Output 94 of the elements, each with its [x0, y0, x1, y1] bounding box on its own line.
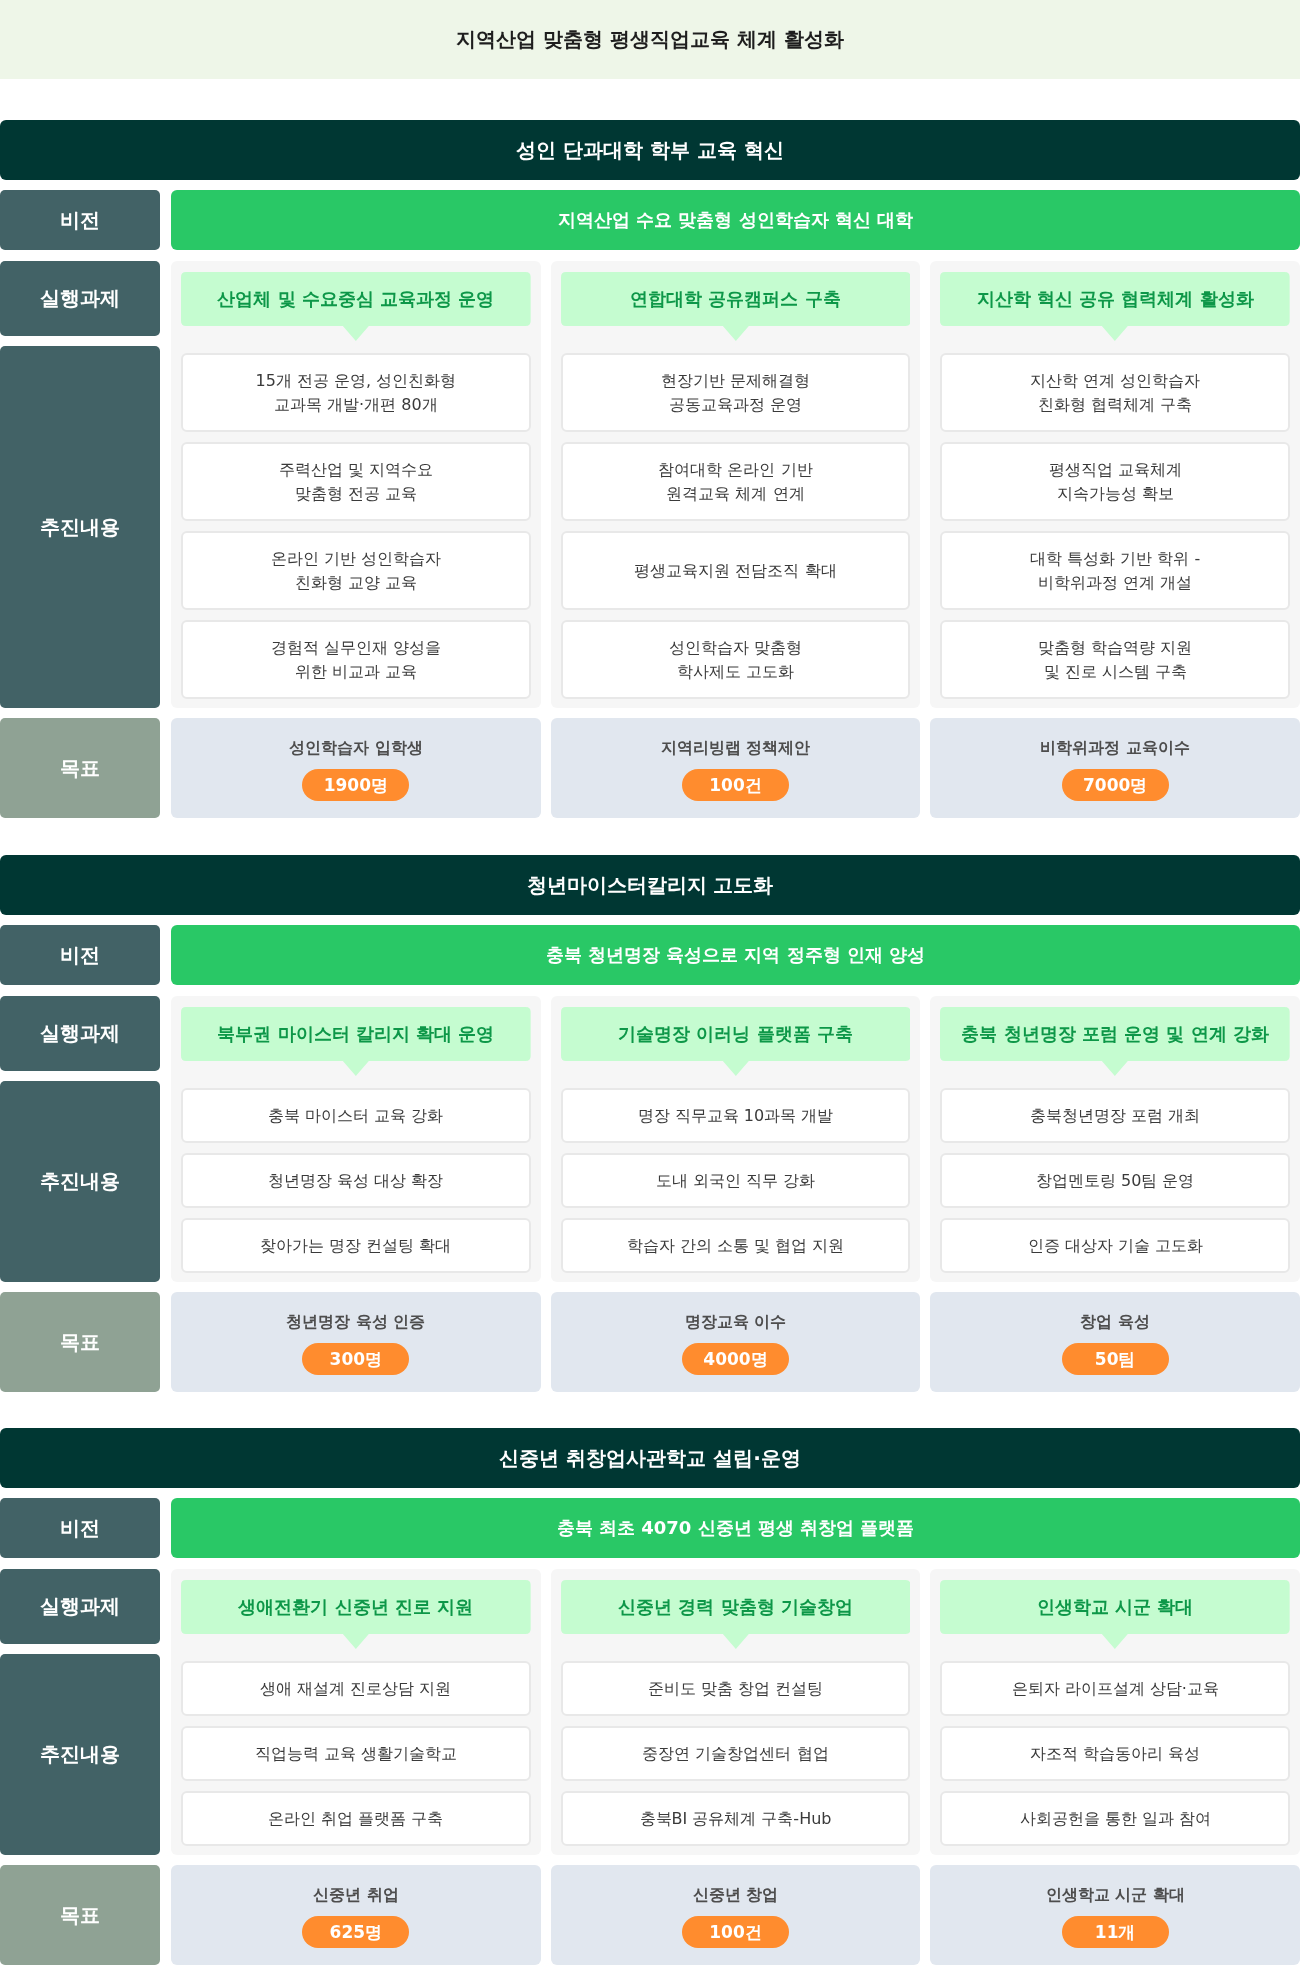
- column-panel: [550, 996, 921, 1282]
- action-item-card: 직업능력 교육 생활기술학교: [181, 1726, 531, 1781]
- action-item-card: 중장연 기술창업센터 협업: [560, 1726, 911, 1781]
- goal-card: [171, 718, 541, 818]
- action-item-card: 현장기반 문제해결형 공동교육과정 운영: [560, 353, 911, 432]
- target-value-pill: 100건: [682, 1916, 789, 1948]
- action-item-card: 학습자 간의 소통 및 협업 지원: [560, 1218, 911, 1273]
- row-label: 실행과제: [0, 996, 160, 1071]
- row-label: 목표: [0, 718, 160, 818]
- task-callout: 충북 청년명장 포럼 운영 및 연계 강화: [940, 1007, 1290, 1076]
- task-callout: 연합대학 공유캠퍼스 구축: [560, 272, 911, 341]
- row-label: 실행과제: [0, 261, 160, 336]
- section-header: 신중년 취창업사관학교 설립·운영: [0, 1428, 1300, 1488]
- vision-banner: 충북 청년명장 육성으로 지역 정주형 인재 양성: [171, 925, 1300, 985]
- action-item-card: 인증 대상자 기술 고도화: [940, 1218, 1290, 1273]
- action-item-card: 명장 직무교육 10과목 개발: [560, 1088, 911, 1143]
- column-panel: [930, 261, 1300, 708]
- goal-heading: 신중년 취업: [313, 1885, 399, 1906]
- action-item-card: 평생교육지원 전담조직 확대: [560, 531, 911, 610]
- row-label: 실행과제: [0, 1569, 160, 1644]
- goal-heading: 인생학교 시군 확대: [1045, 1885, 1185, 1906]
- target-value-pill: 1900명: [302, 769, 410, 801]
- action-item-card: 참여대학 온라인 기반 원격교육 체계 연계: [560, 442, 911, 521]
- vision-banner: 지역산업 수요 맞춤형 성인학습자 혁신 대학: [171, 190, 1300, 250]
- row-label: 비전: [0, 925, 160, 985]
- action-item-card: 성인학습자 맞춤형 학사제도 고도화: [560, 620, 911, 699]
- goal-card: [171, 1865, 541, 1965]
- action-item-card: 충북청년명장 포럼 개최: [940, 1088, 1290, 1143]
- action-item-card: 맞춤형 학습역량 지원 및 진로 시스템 구축: [940, 620, 1290, 699]
- task-callout: 산업체 및 수요중심 교육과정 운영: [181, 272, 531, 341]
- task-callout: 북부권 마이스터 칼리지 확대 운영: [181, 1007, 531, 1076]
- goal-heading: 청년명장 육성 인증: [286, 1312, 426, 1333]
- action-item-card: 경험적 실무인재 양성을 위한 비교과 교육: [181, 620, 531, 699]
- action-item-card: 청년명장 육성 대상 확장: [181, 1153, 531, 1208]
- goal-card: [930, 718, 1300, 818]
- goal-card: [930, 1292, 1300, 1392]
- task-callout: 지산학 혁신 공유 협력체계 활성화: [940, 272, 1290, 341]
- goal-card: [550, 1292, 921, 1392]
- goal-card: [930, 1865, 1300, 1965]
- section-header: 청년마이스터칼리지 고도화: [0, 855, 1300, 915]
- column-panel: [171, 996, 541, 1282]
- column-panel: [171, 261, 541, 708]
- goal-heading: 성인학습자 입학생: [289, 738, 423, 759]
- target-value-pill: 7000명: [1061, 769, 1169, 801]
- column-panel: [550, 1569, 921, 1855]
- row-label: 목표: [0, 1292, 160, 1392]
- section-header: 성인 단과대학 학부 교육 혁신: [0, 120, 1300, 180]
- row-label: 비전: [0, 190, 160, 250]
- goal-heading: 비학위과정 교육이수: [1040, 738, 1190, 759]
- action-item-card: 충북 마이스터 교육 강화: [181, 1088, 531, 1143]
- target-value-pill: 625명: [302, 1916, 410, 1948]
- goal-heading: 지역리빙랩 정책제안: [660, 738, 811, 759]
- column-panel: [550, 261, 921, 708]
- column-panel: [930, 996, 1300, 1282]
- task-callout: 인생학교 시군 확대: [940, 1580, 1290, 1649]
- target-value-pill: 4000명: [682, 1343, 789, 1375]
- row-label: 추진내용: [0, 346, 160, 708]
- action-item-card: 주력산업 및 지역수요 맞춤형 전공 교육: [181, 442, 531, 521]
- row-label: 비전: [0, 1498, 160, 1558]
- row-label: 추진내용: [0, 1081, 160, 1282]
- goal-heading: 신중년 창업: [692, 1885, 779, 1906]
- target-value-pill: 300명: [302, 1343, 410, 1375]
- action-item-card: 온라인 취업 플랫폼 구축: [181, 1791, 531, 1846]
- vision-banner: 충북 최초 4070 신중년 평생 취창업 플랫폼: [171, 1498, 1300, 1558]
- action-item-card: 창업멘토링 50팀 운영: [940, 1153, 1290, 1208]
- target-value-pill: 100건: [682, 769, 789, 801]
- goal-card: [550, 1865, 921, 1965]
- action-item-card: 생애 재설계 진로상담 지원: [181, 1661, 531, 1716]
- action-item-card: 온라인 기반 성인학습자 친화형 교양 교육: [181, 531, 531, 610]
- page-title: 지역산업 맞춤형 평생직업교육 체계 활성화: [0, 0, 1300, 79]
- column-panel: [930, 1569, 1300, 1855]
- task-callout: 기술명장 이러닝 플랫폼 구축: [560, 1007, 911, 1076]
- action-item-card: 평생직업 교육체계 지속가능성 확보: [940, 442, 1290, 521]
- action-item-card: 자조적 학습동아리 육성: [940, 1726, 1290, 1781]
- task-callout: 신중년 경력 맞춤형 기술창업: [560, 1580, 911, 1649]
- target-value-pill: 11개: [1061, 1916, 1169, 1948]
- column-panel: [171, 1569, 541, 1855]
- action-item-card: 대학 특성화 기반 학위 -비학위과정 연계 개설: [940, 531, 1290, 610]
- action-item-card: 찾아가는 명장 컨설팅 확대: [181, 1218, 531, 1273]
- row-label: 목표: [0, 1865, 160, 1965]
- task-callout: 생애전환기 신중년 진로 지원: [181, 1580, 531, 1649]
- action-item-card: 충북BI 공유체계 구축-Hub: [560, 1791, 911, 1846]
- row-label: 추진내용: [0, 1654, 160, 1855]
- action-item-card: 은퇴자 라이프설계 상담·교육: [940, 1661, 1290, 1716]
- action-item-card: 지산학 연계 성인학습자 친화형 협력체계 구축: [940, 353, 1290, 432]
- goal-heading: 창업 육성: [1080, 1312, 1150, 1333]
- goal-card: [171, 1292, 541, 1392]
- target-value-pill: 50팀: [1061, 1343, 1169, 1375]
- goal-heading: 명장교육 이수: [684, 1312, 787, 1333]
- action-item-card: 도내 외국인 직무 강화: [560, 1153, 911, 1208]
- action-item-card: 준비도 맞춤 창업 컨설팅: [560, 1661, 911, 1716]
- action-item-card: 15개 전공 운영, 성인친화형 교과목 개발·개편 80개: [181, 353, 531, 432]
- goal-card: [550, 718, 921, 818]
- action-item-card: 사회공헌을 통한 일과 참여: [940, 1791, 1290, 1846]
